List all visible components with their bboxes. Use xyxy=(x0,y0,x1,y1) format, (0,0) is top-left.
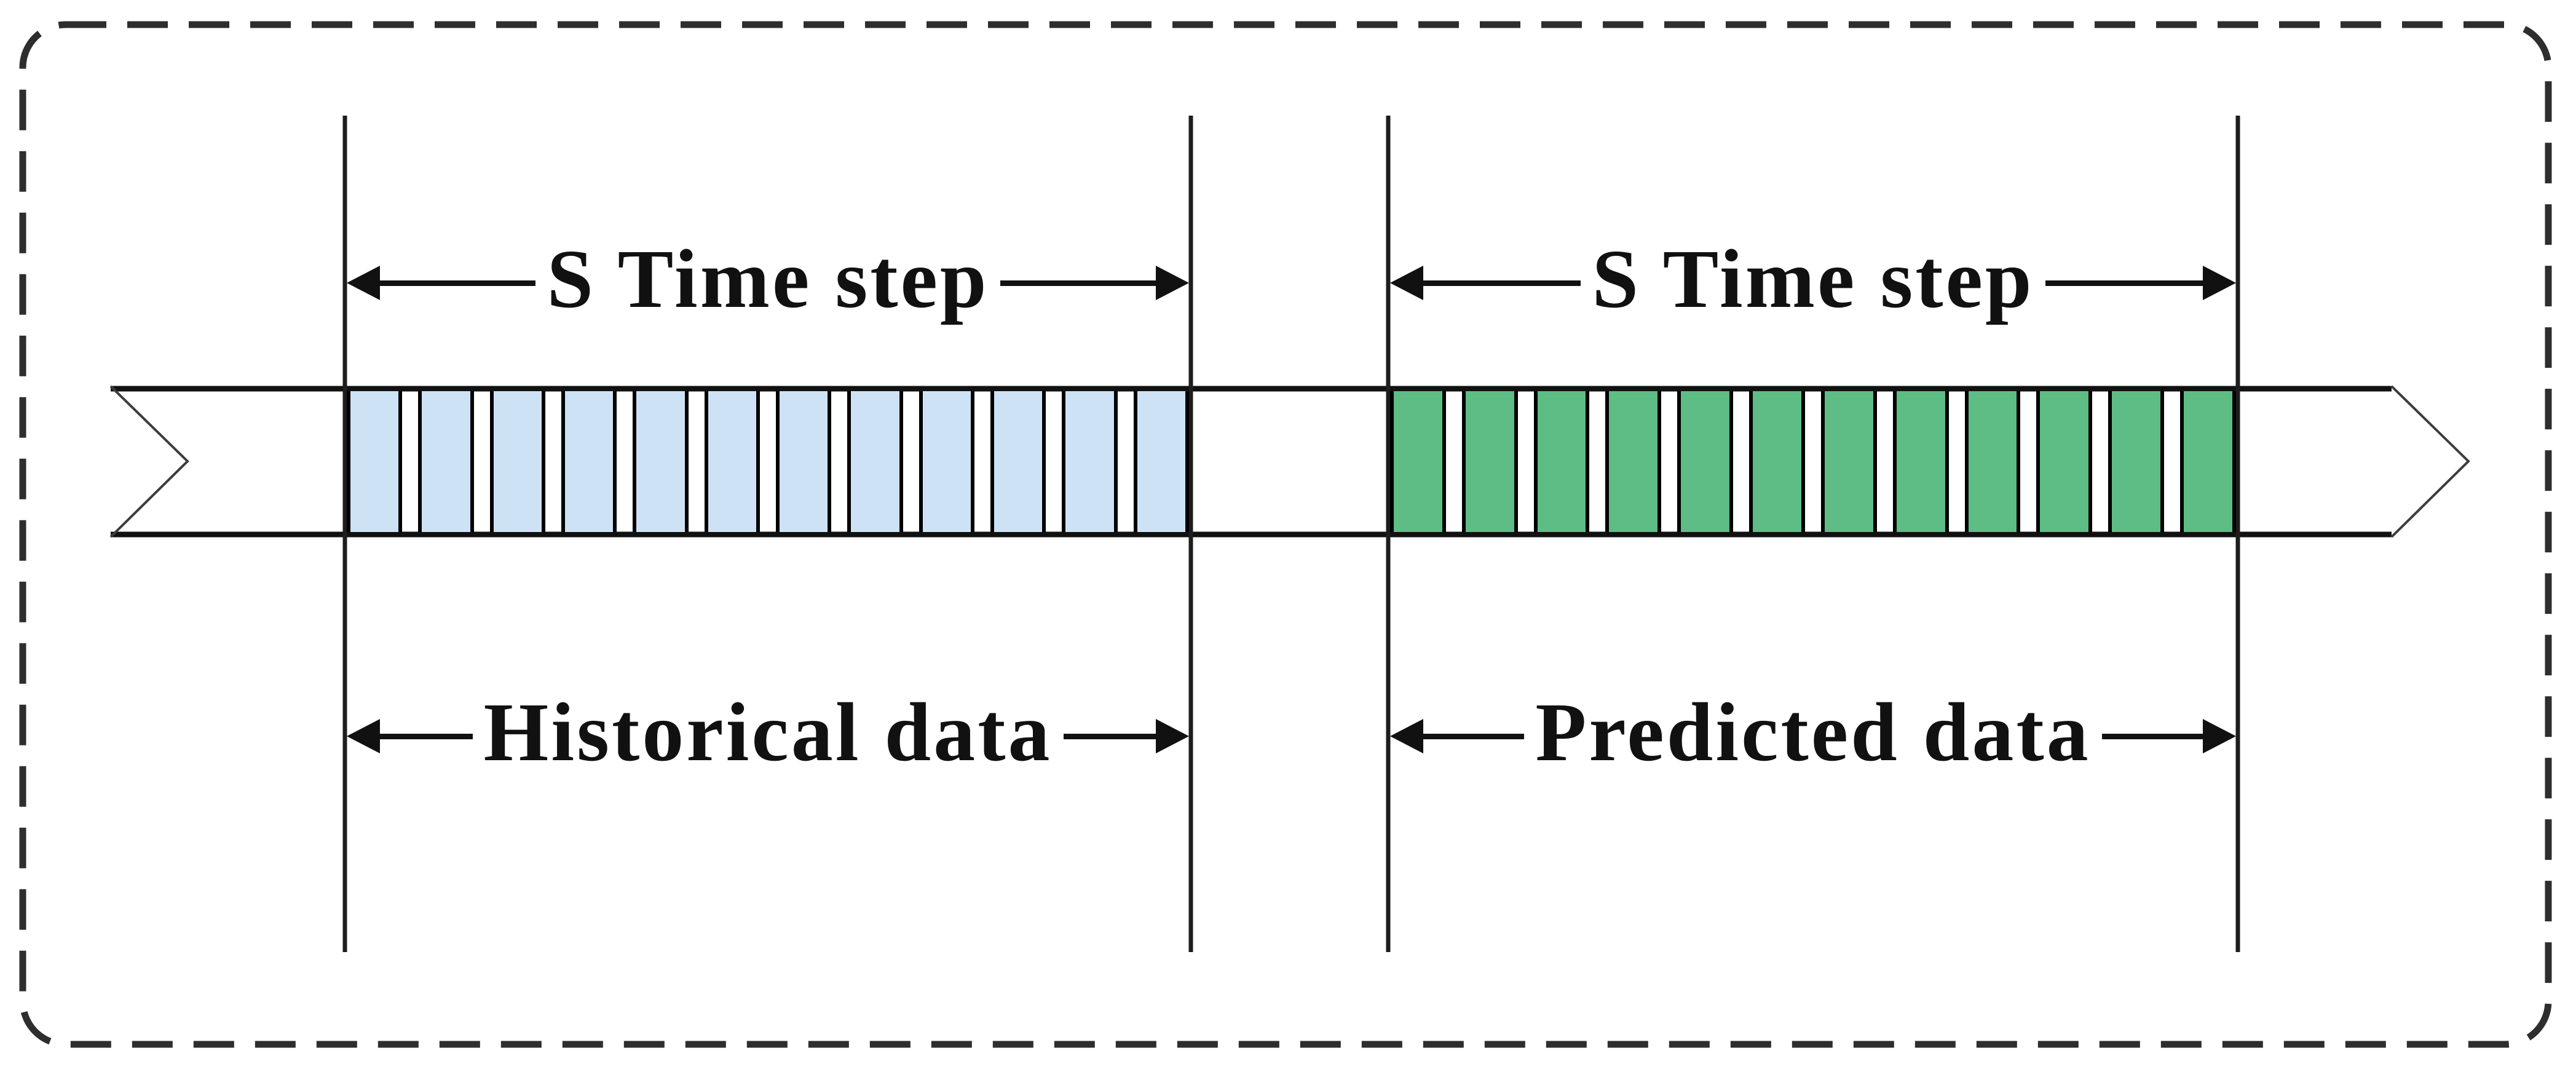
predicted-timestep-measure: S Time step xyxy=(1390,237,2236,329)
time-step-cell xyxy=(633,391,689,532)
time-step-cell xyxy=(1892,391,1949,532)
time-step-cell xyxy=(1133,391,1189,532)
arrowhead-right-icon xyxy=(2203,266,2236,300)
time-step-cell xyxy=(990,391,1046,532)
band-arrow-tip xyxy=(2390,385,2470,538)
predicted-data-label: Predicted data xyxy=(1535,686,2091,779)
time-step-cell xyxy=(847,391,903,532)
dashed-frame-border xyxy=(19,21,2552,1048)
arrowhead-left-icon xyxy=(1390,266,1423,300)
arrowhead-left-icon xyxy=(1390,719,1423,753)
arrowhead-right-icon xyxy=(1156,266,1189,300)
arrowhead-left-icon xyxy=(347,719,380,753)
arrow-shaft xyxy=(2045,280,2203,286)
arrow-shaft xyxy=(1423,280,1581,286)
time-step-cell xyxy=(1461,391,1518,532)
historical-data-label: Historical data xyxy=(483,686,1053,779)
arrowhead-left-icon xyxy=(347,266,380,300)
predicted-timestep-label: S Time step xyxy=(1592,233,2034,325)
time-step-cell xyxy=(1677,391,1734,532)
historical-stripes xyxy=(347,391,1189,532)
time-step-cell xyxy=(2108,391,2165,532)
time-step-cell xyxy=(1749,391,1805,532)
time-step-cell xyxy=(418,391,474,532)
arrow-shaft xyxy=(2101,733,2203,739)
time-step-cell xyxy=(561,391,617,532)
historical-timestep-measure: S Time step xyxy=(347,237,1189,329)
arrow-shaft xyxy=(380,733,473,739)
arrow-shaft xyxy=(1000,280,1156,286)
time-step-cell xyxy=(347,391,403,532)
arrow-shaft xyxy=(1063,733,1156,739)
time-step-cell xyxy=(2180,391,2236,532)
arrow-shaft xyxy=(380,280,536,286)
time-step-cell xyxy=(919,391,974,532)
time-step-cell xyxy=(1390,391,1446,532)
band-tail-notch xyxy=(109,385,189,538)
arrowhead-right-icon xyxy=(2203,719,2236,753)
time-step-cell xyxy=(775,391,832,532)
time-step-cell xyxy=(1605,391,1662,532)
predicted-stripes xyxy=(1390,391,2236,532)
historical-timestep-label: S Time step xyxy=(547,233,989,325)
time-step-cell xyxy=(704,391,760,532)
historical-data-measure: Historical data xyxy=(347,686,1190,782)
predicted-data-measure: Predicted data xyxy=(1390,690,2236,782)
timeline-band xyxy=(109,385,2470,538)
time-step-cell xyxy=(489,391,545,532)
time-step-cell xyxy=(1964,391,2021,532)
time-step-cell xyxy=(1820,391,1877,532)
time-step-cell xyxy=(2036,391,2093,532)
time-step-cell xyxy=(1062,391,1118,532)
time-step-cell xyxy=(1533,391,1590,532)
arrow-shaft xyxy=(1423,733,1525,739)
arrowhead-right-icon xyxy=(1156,719,1190,753)
